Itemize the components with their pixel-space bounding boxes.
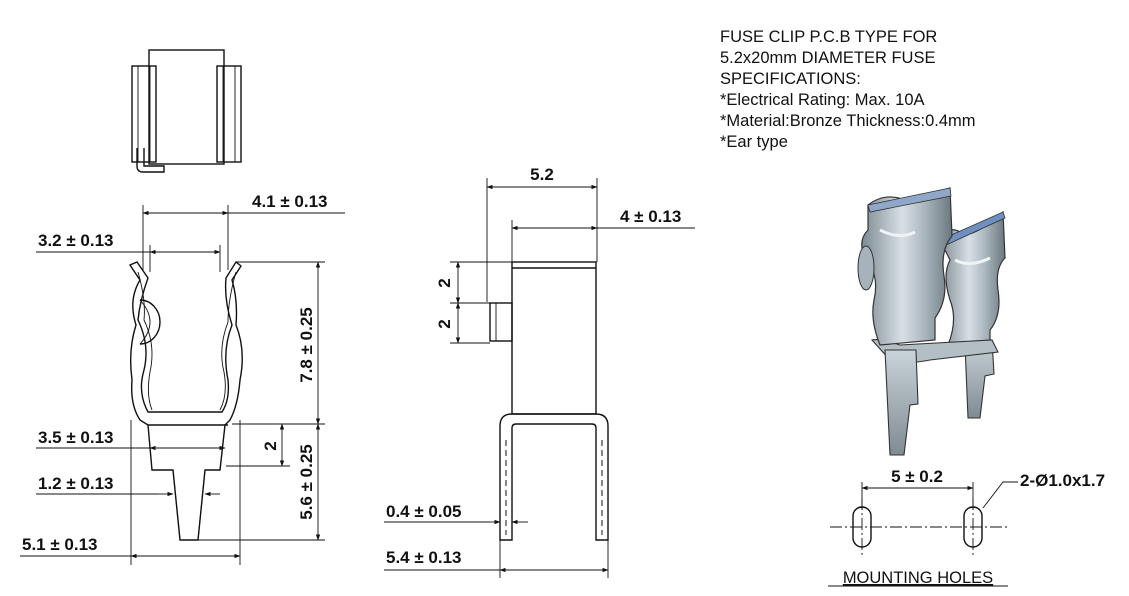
- dim-outer-top: 4.1 ± 0.13: [252, 192, 328, 211]
- side-view-legs: [499, 413, 609, 541]
- front-view: 4.1 ± 0.13 3.2 ± 0.13 7.8 ± 0.25 3.5 ± 0…: [20, 192, 345, 565]
- dim-step: 2: [261, 441, 280, 450]
- dim-overall-width: 5.1 ± 0.13: [22, 535, 98, 554]
- front-view-ear-bump: [139, 299, 161, 345]
- top-view-body: [148, 49, 225, 165]
- top-view-left-ear: [131, 65, 157, 163]
- spec-block: FUSE CLIP P.C.B TYPE FOR 5.2x20mm DIAMET…: [720, 28, 976, 151]
- dim-height: 7.8 ± 0.25: [297, 307, 316, 383]
- dim-ear-upper: 2: [435, 278, 454, 287]
- mounting-holes: 5 ± 0.2 2-Ø1.0x1.7 MOUNTING HOLES: [828, 467, 1105, 587]
- dim-side-top-width: 5.2: [530, 165, 554, 184]
- top-view: [131, 49, 242, 173]
- dim-side-body-width: 4 ± 0.13: [620, 207, 681, 226]
- front-view-outline: [128, 260, 243, 541]
- mounting-holes-caption: MOUNTING HOLES: [843, 569, 993, 587]
- dim-inner-top: 3.2 ± 0.13: [38, 231, 114, 250]
- side-view-ear: [489, 302, 513, 342]
- clip-3d-render: [857, 187, 1006, 456]
- mounting-hole-left: [852, 506, 872, 548]
- mounting-hole-right: [963, 506, 983, 548]
- dim-base-width: 3.5 ± 0.13: [38, 428, 114, 447]
- spec-line-5: *Material:Bronze Thickness:0.4mm: [720, 112, 976, 130]
- hole-spec-label: 2-Ø1.0x1.7: [1020, 471, 1105, 490]
- dim-pin-height: 5.6 ± 0.25: [297, 444, 316, 520]
- spec-line-4: *Electrical Rating: Max. 10A: [720, 91, 925, 109]
- dim-pin-width: 1.2 ± 0.13: [38, 474, 114, 493]
- dim-hole-spacing: 5 ± 0.2: [891, 467, 943, 486]
- dim-leg-span: 5.4 ± 0.13: [386, 548, 462, 567]
- side-view: 5.2 4 ± 0.13 2 2 0.4 ± 0.05 5.4 ± 0.13: [384, 165, 695, 578]
- spec-line-2: 5.2x20mm DIAMETER FUSE: [720, 49, 935, 67]
- dim-ear-lower: 2: [435, 319, 454, 328]
- spec-line-3: SPECIFICATIONS:: [720, 70, 861, 88]
- top-view-right-ear: [216, 65, 242, 163]
- dim-thickness: 0.4 ± 0.05: [386, 502, 462, 521]
- spec-line-6: *Ear type: [720, 133, 788, 151]
- top-view-tab: [136, 148, 165, 173]
- spec-line-1: FUSE CLIP P.C.B TYPE FOR: [720, 28, 937, 46]
- side-view-body: [511, 261, 597, 415]
